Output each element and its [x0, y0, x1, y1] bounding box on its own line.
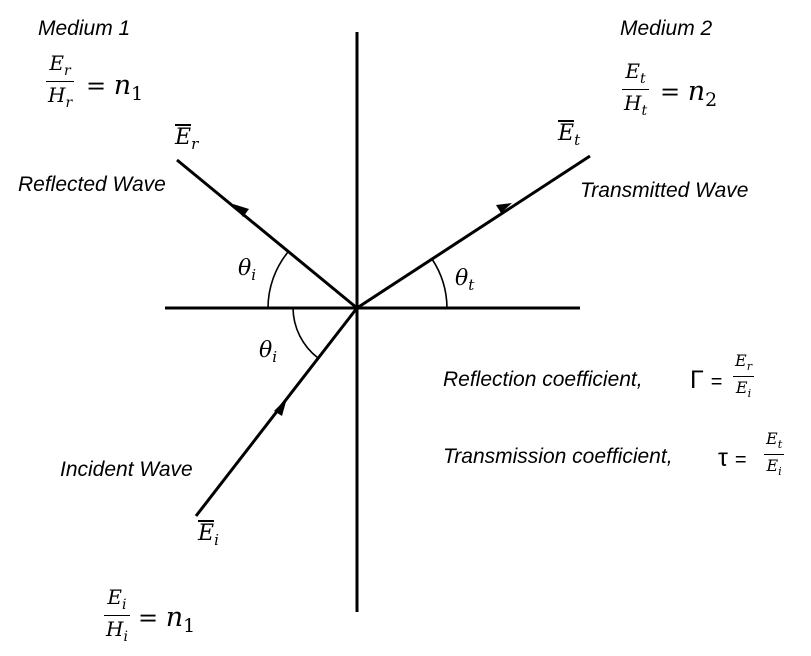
medium-2-fraction-num: Et	[625, 59, 646, 87]
transmitted-arrowhead	[496, 203, 512, 213]
fraction-bar	[104, 615, 130, 617]
reflected-field-vector-label: Er	[175, 124, 198, 152]
reflection-coefficient-fraction: Er Ei	[733, 351, 755, 401]
equals-sign: =	[710, 371, 723, 393]
reflected-wave-label: Reflected Wave	[18, 173, 166, 196]
reflection-coefficient-label: Reflection coefficient,	[443, 368, 643, 391]
theta-incident-arc	[292, 307, 319, 359]
transmission-coefficient-symbol: τ =	[718, 446, 747, 471]
refractive-subscript: 1	[131, 83, 144, 105]
equals-sign: =	[734, 449, 747, 471]
theta-subscript: i	[251, 266, 257, 284]
theta-symbol: θ	[238, 256, 252, 281]
medium-2-title: Medium 2	[620, 17, 713, 40]
incident-field-vector-label: Ei	[198, 520, 219, 548]
medium-1-impedance-fraction: Er Hr	[46, 51, 75, 112]
vector-base: E	[198, 520, 215, 546]
transmission-num: Et	[766, 429, 783, 452]
theta-incident-label: θi	[259, 340, 277, 365]
refractive-subscript: 2	[705, 89, 718, 111]
theta-symbol: θ	[259, 338, 273, 363]
fraction-bar	[622, 89, 650, 91]
vector-subscript: t	[574, 131, 581, 149]
equals-sign: =	[138, 604, 159, 632]
vector-subscript: i	[214, 531, 219, 549]
medium-1-title: Medium 1	[38, 17, 131, 40]
refractive-symbol: n	[165, 602, 184, 633]
reflection-coefficient-symbol: Γ =	[690, 368, 722, 393]
incident-equation: = n1	[138, 604, 195, 636]
gamma-symbol: Γ	[690, 366, 704, 394]
theta-symbol: θ	[455, 266, 469, 291]
tau-symbol: τ	[718, 444, 728, 472]
theta-reflected-arc	[267, 251, 289, 309]
refractive-symbol: n	[687, 76, 706, 107]
incident-arrowhead	[274, 398, 287, 416]
incident-impedance-fraction: Ei Hi	[104, 585, 130, 646]
vector-base: E	[558, 120, 575, 146]
theta-subscript: i	[272, 348, 278, 366]
reflected-ray	[176, 158, 358, 310]
incident-fraction-den: Hi	[106, 617, 128, 646]
transmitted-wave-label: Transmitted Wave	[580, 179, 749, 202]
fraction-bar	[764, 454, 785, 456]
reflected-arrowhead	[233, 204, 249, 217]
medium-2-equation: = n2	[660, 78, 717, 110]
transmission-coefficient-fraction: Et Ei	[764, 429, 785, 479]
medium-2-fraction-den: Ht	[624, 91, 648, 120]
theta-transmitted-arc	[431, 258, 448, 309]
reflection-den: Ei	[735, 378, 752, 401]
medium-2-impedance-fraction: Et Ht	[622, 59, 650, 120]
medium-1-fraction-den: Hr	[48, 83, 73, 112]
refractive-symbol: n	[113, 70, 132, 101]
transmission-den: Ei	[766, 456, 782, 479]
transmitted-field-vector-label: Et	[558, 120, 580, 148]
incident-wave-label: Incident Wave	[60, 458, 193, 481]
medium-1-equation: = n1	[86, 72, 143, 104]
vector-base: E	[175, 124, 192, 150]
vector-subscript: r	[191, 135, 199, 153]
transmitted-ray	[356, 154, 591, 310]
equals-sign: =	[660, 78, 681, 106]
incident-fraction-num: Ei	[107, 585, 127, 613]
equals-sign: =	[86, 72, 107, 100]
refractive-subscript: 1	[183, 615, 196, 637]
transmission-coefficient-label: Transmission coefficient,	[443, 445, 673, 468]
fraction-bar	[46, 81, 75, 83]
theta-transmitted-label: θt	[455, 268, 474, 293]
theta-reflected-label: θi	[238, 258, 256, 283]
reflection-num: Er	[735, 351, 753, 374]
fraction-bar	[733, 376, 755, 378]
theta-subscript: t	[468, 276, 475, 294]
medium-1-fraction-num: Er	[49, 51, 71, 79]
